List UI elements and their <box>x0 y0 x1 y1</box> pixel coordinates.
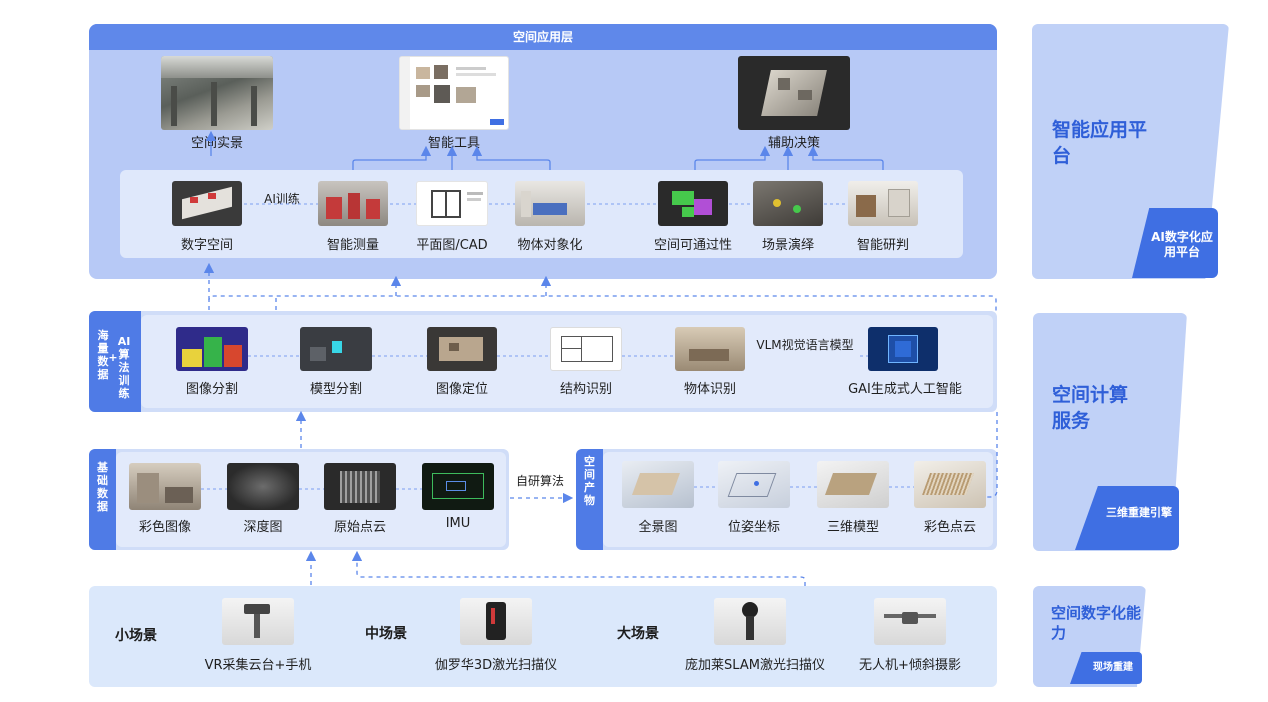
object-recognition-image <box>675 327 745 371</box>
onsite-reconstruction-badge: 现场重建 <box>1093 662 1133 673</box>
smart-measure-label: 智能测量 <box>326 238 379 253</box>
ai-platform-badge-shape <box>1132 208 1218 278</box>
space-passability-label: 空间可通过性 <box>653 238 732 253</box>
application-layer-panel: 空间应用层 空间实景 智能工具 辅助决策 数字空间 AI训练 智 <box>89 24 997 279</box>
pose-coordinates-label: 位姿坐标 <box>727 520 780 535</box>
image-localization-image <box>427 327 497 371</box>
structure-recognition-label: 结构识别 <box>559 382 612 397</box>
space-passability-image <box>658 181 728 226</box>
color-pointcloud-thumb <box>914 461 986 508</box>
smart-tools-label: 智能工具 <box>427 136 480 151</box>
color-image-label: 彩色图像 <box>138 520 191 535</box>
gai-chip-image <box>868 327 938 371</box>
color-pointcloud-label: 彩色点云 <box>923 520 976 535</box>
spatial-reality-image <box>161 56 273 130</box>
scene-simulation-label: 场景演绎 <box>761 238 814 253</box>
image-localization-label: 图像定位 <box>435 382 488 397</box>
galois-scanner-image <box>460 598 532 645</box>
vlm-label: VLM视觉语言模型 <box>756 338 854 352</box>
floorplan-cad-label: 平面图/CAD <box>416 238 488 253</box>
large-scene-label: 大场景 <box>617 626 659 642</box>
imu-thumb <box>422 463 494 510</box>
smart-measure-image <box>318 181 388 226</box>
massive-data-tab: 海量数据 + AI算法训练 <box>89 311 141 412</box>
scene-simulation-image <box>753 181 823 226</box>
raw-pointcloud-label: 原始点云 <box>333 520 386 535</box>
image-segmentation-image <box>176 327 248 371</box>
spatial-products-tab: 空间产物 <box>576 449 603 550</box>
self-developed-algorithm-label: 自研算法 <box>515 474 564 488</box>
drone-label: 无人机+倾斜摄影 <box>859 658 961 673</box>
spatial-reality-label: 空间实景 <box>190 136 243 151</box>
3d-model-thumb <box>817 461 889 508</box>
object-extraction-image <box>515 181 585 226</box>
panorama-label: 全景图 <box>638 520 678 535</box>
drone-image <box>874 598 946 645</box>
pose-coordinates-thumb <box>718 461 790 508</box>
reconstruction-engine-badge: 三维重建引擎 <box>1106 506 1172 519</box>
3d-model-label: 三维模型 <box>826 520 879 535</box>
spatial-products-text: 空间产物 <box>584 455 595 507</box>
model-segmentation-label: 模型分割 <box>309 382 362 397</box>
gai-label: GAI生成式人工智能 <box>848 382 962 397</box>
floorplan-cad-image <box>416 181 488 226</box>
depth-map-label: 深度图 <box>243 520 283 535</box>
decision-support-label: 辅助决策 <box>767 136 820 151</box>
structure-recognition-image <box>550 327 622 371</box>
ai-training-label: AI训练 <box>264 192 300 206</box>
galois-scanner-label: 伽罗华3D激光扫描仪 <box>434 658 558 673</box>
base-data-text: 基础数据 <box>97 461 108 513</box>
poincare-scanner-label: 庞加莱SLAM激光扫描仪 <box>685 658 825 673</box>
smart-tools-screenshot <box>399 56 509 130</box>
ai-algorithm-text: AI算法训练 <box>117 335 131 400</box>
ai-platform-badge: AI数字化应用平台 <box>1151 230 1213 259</box>
panorama-thumb <box>622 461 694 508</box>
vr-gimbal-image <box>222 598 294 645</box>
depth-map-thumb <box>227 463 299 510</box>
onsite-reconstruction-badge-shape <box>1070 652 1142 684</box>
massive-data-text: 海量数据 <box>97 329 109 381</box>
plus-text: + <box>108 351 118 364</box>
base-data-tab: 基础数据 <box>89 449 116 550</box>
imu-label: IMU <box>445 516 471 531</box>
object-extraction-label: 物体对象化 <box>517 238 583 253</box>
image-segmentation-label: 图像分割 <box>185 382 238 397</box>
model-segmentation-image <box>300 327 372 371</box>
spatial-compute-title: 空间计算服务 <box>1052 384 1129 432</box>
smart-analysis-label: 智能研判 <box>856 238 909 253</box>
spatial-digital-capability-title: 空间数字化能力 <box>1051 604 1142 642</box>
raw-pointcloud-thumb <box>324 463 396 510</box>
application-layer-title: 空间应用层 <box>89 24 997 50</box>
small-scene-label: 小场景 <box>115 628 157 644</box>
poincare-scanner-image <box>714 598 786 645</box>
color-image-thumb <box>129 463 201 510</box>
object-recognition-label: 物体识别 <box>683 382 736 397</box>
decision-support-image <box>738 56 850 130</box>
smart-app-platform-title: 智能应用平台 <box>1052 119 1148 167</box>
digital-space-label: 数字空间 <box>180 238 233 253</box>
vr-gimbal-label: VR采集云台+手机 <box>204 658 312 673</box>
smart-analysis-image <box>848 181 918 226</box>
digital-space-image <box>172 181 242 226</box>
medium-scene-label: 中场景 <box>365 626 407 642</box>
